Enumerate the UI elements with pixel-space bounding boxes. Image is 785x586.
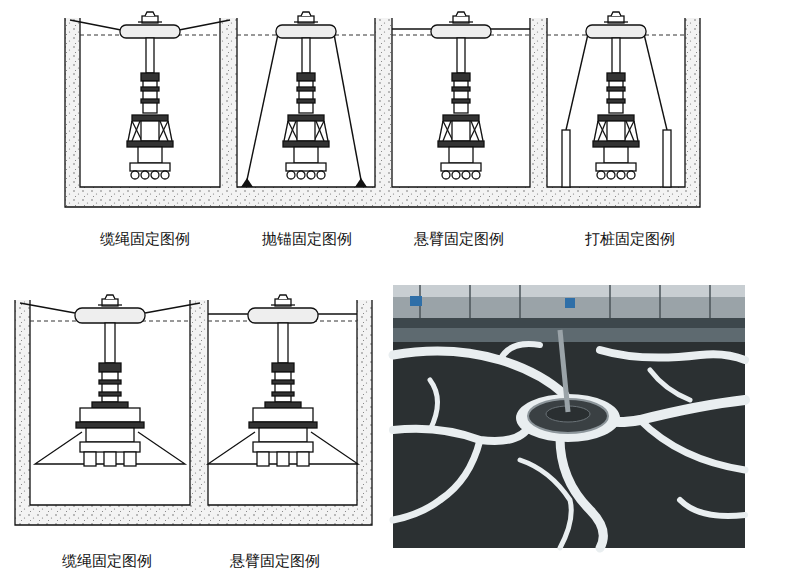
caption-label: 悬臂固定图例: [412, 230, 506, 248]
caption-label: 缆绳固定图例: [98, 230, 192, 248]
caption-label: 抛锚固定图例: [260, 230, 354, 248]
caption-label: 悬臂固定图例: [228, 552, 322, 570]
caption-label: 缆绳固定图例: [60, 552, 154, 570]
caption-label: 打桩固定图例: [583, 230, 677, 248]
